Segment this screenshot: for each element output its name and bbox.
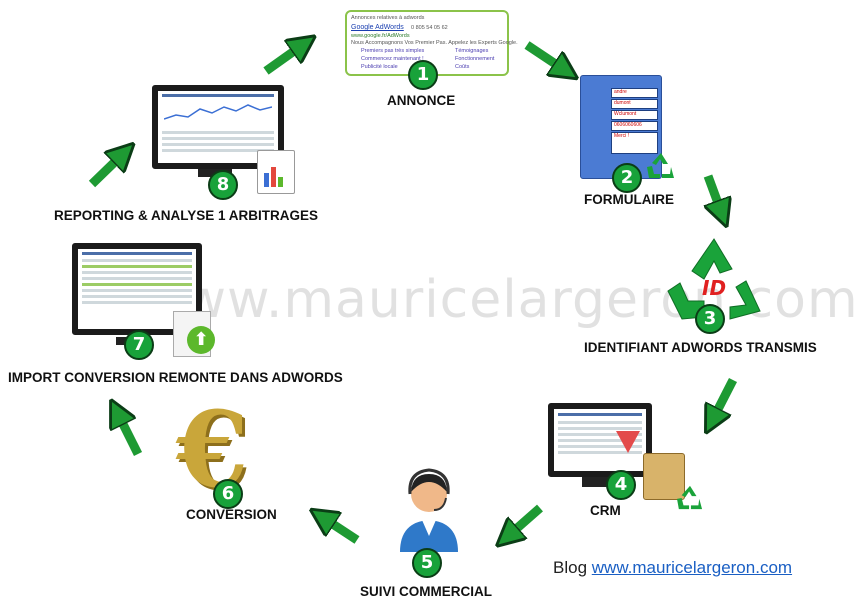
arrow-8-to-1 [263, 44, 304, 75]
arrow-7-to-8 [88, 153, 124, 188]
step-number-badge: 2 [612, 163, 642, 193]
crm-monitor [548, 403, 652, 477]
step-number-badge: 8 [208, 170, 238, 200]
report-chart-icon [257, 150, 295, 194]
arrow-3-to-4 [712, 377, 738, 421]
step-label-identifiant: IDENTIFIANT ADWORDS TRANSMIS [584, 340, 817, 355]
contact-card-icon [643, 453, 685, 500]
arrow-2-to-3 [708, 174, 722, 214]
form-field: Merci ! [611, 132, 658, 154]
step-number-badge: 6 [213, 479, 243, 509]
blog-prefix: Blog [553, 558, 588, 577]
ad-link: Coûts [455, 64, 470, 70]
step-number-badge: 1 [408, 60, 438, 90]
step-label-reporting: REPORTING & ANALYSE 1 ARBITRAGES [54, 208, 319, 223]
ad-description: Nous Accompagnons Vos Premier Pas. Appel… [351, 40, 518, 46]
step-label-import: IMPORT CONVERSION REMONTE DANS ADWORDS [8, 370, 343, 385]
arrow-4-to-5 [507, 504, 543, 537]
form-field: andre [611, 88, 658, 98]
ad-title: Google AdWords [351, 24, 404, 31]
form-value: Merci ! [614, 133, 629, 139]
upload-arrow-icon: ⬆ [187, 326, 215, 354]
step-number-badge: 5 [412, 548, 442, 578]
form-value: andre [614, 89, 627, 95]
ad-link: Fonctionnement [455, 56, 495, 62]
arrow-1-to-2 [524, 41, 566, 71]
recycle-small-icon [677, 485, 703, 510]
blog-footer: Blog www.mauricelargeron.com [553, 558, 792, 578]
form-value: 0606060606 [614, 122, 642, 128]
ad-link: Publicité locale [361, 64, 398, 70]
step-number-badge: 4 [606, 470, 636, 500]
ad-phone: 0 805 54 05 62 [411, 25, 448, 31]
line-chart-thumbnail [164, 104, 272, 120]
recycle-id-text: ID [702, 276, 726, 300]
form-value: Wclumont [614, 111, 637, 117]
recycle-id-icon: ID [667, 238, 761, 320]
step-label-suivi: SUIVI COMMERCIAL [360, 584, 493, 599]
step-label-crm: CRM [590, 503, 621, 518]
ad-url: www.google.fr/AdWords [351, 33, 410, 39]
step-label-conversion: CONVERSION [186, 507, 277, 522]
ad-link: Premiers pas très simples [361, 48, 425, 54]
form-field: dumont [611, 99, 658, 109]
reporting-monitor [152, 85, 284, 169]
monitor-stand [582, 477, 612, 487]
form-field: 0606060606 [611, 121, 658, 131]
recycle-small-icon [647, 153, 674, 178]
call-center-agent-icon [400, 468, 458, 552]
ad-link: Commencez maintenant ! [361, 56, 424, 62]
arrow-6-to-7 [117, 412, 143, 457]
step-number-badge: 7 [124, 330, 154, 360]
ad-link: Témoignages [455, 48, 489, 54]
step-label-formulaire: FORMULAIRE [584, 192, 674, 207]
arrow-5-to-6 [322, 517, 360, 544]
blog-link[interactable]: www.mauricelargeron.com [591, 558, 793, 577]
step-number-badge: 3 [695, 304, 725, 334]
ad-header: Annonces relatives à adwords [351, 15, 425, 21]
form-value: dumont [614, 100, 631, 106]
step-label-annonce: ANNONCE [387, 93, 456, 108]
form-field: Wclumont [611, 110, 658, 120]
